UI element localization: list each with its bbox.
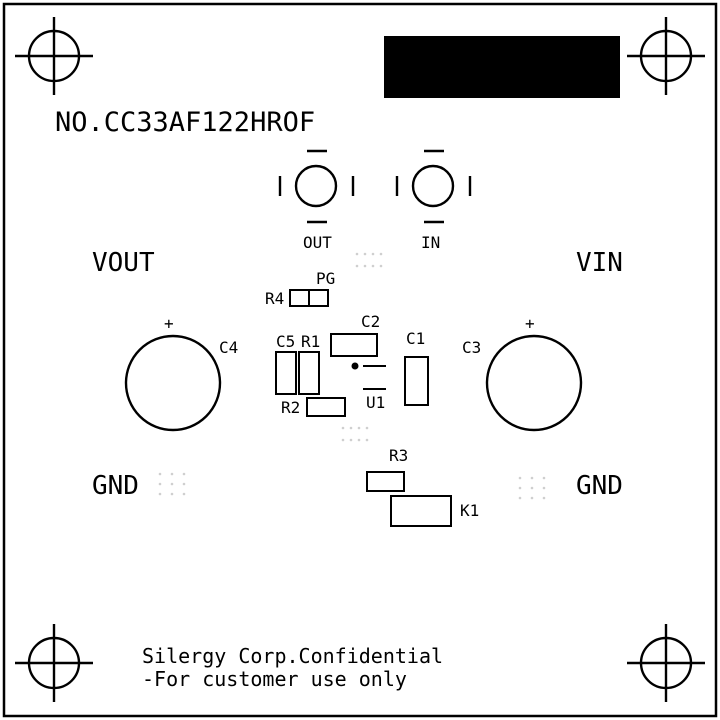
c2-label: C2 [361,312,380,331]
via-cluster-center [341,426,369,442]
c1-footprint [404,356,429,406]
fiducial-top-left-icon [15,17,93,95]
c2-footprint [330,333,378,357]
part-number: NO.CC33AF122HROF [55,107,315,138]
terminal-vin-label: VIN [576,248,623,278]
c4-plus: + [164,314,174,333]
via-cluster-top [355,252,383,268]
via-cluster-gnd-left [158,472,186,496]
footer-line-1: Silergy Corp.Confidential [142,644,443,668]
u1-footprint [351,362,386,390]
r2-footprint [306,397,346,417]
test-point-out-label: OUT [303,233,332,252]
label-block [384,36,620,98]
u1-label: U1 [366,393,385,412]
c3-label: C3 [462,338,481,357]
fiducial-bottom-left-icon [15,624,93,702]
r2-label: R2 [281,398,300,417]
k1-footprint [390,495,452,527]
c5-footprint [275,351,297,395]
test-point-in [395,149,472,224]
r4-label: R4 [265,289,284,308]
test-point-in-label: IN [421,233,440,252]
terminal-gnd-left-label: GND [92,471,139,501]
r3-footprint [366,471,405,492]
test-point-out [278,149,355,224]
c4-label: C4 [219,338,238,357]
fiducial-bottom-right-icon [627,624,705,702]
footer-line-2: -For customer use only [142,667,407,691]
c3-footprint [485,334,583,432]
k1-label: K1 [460,501,479,520]
c3-plus: + [525,314,535,333]
r1-label: R1 [301,332,320,351]
c1-label: C1 [406,329,425,348]
r1-footprint [298,351,320,395]
c4-footprint [124,334,222,432]
via-cluster-gnd-right [518,476,546,500]
terminal-vout-label: VOUT [92,248,155,278]
r3-label: R3 [389,446,408,465]
c5-label: C5 [276,332,295,351]
fiducial-top-right-icon [627,17,705,95]
terminal-gnd-right-label: GND [576,471,623,501]
pg-label: PG [316,269,335,288]
